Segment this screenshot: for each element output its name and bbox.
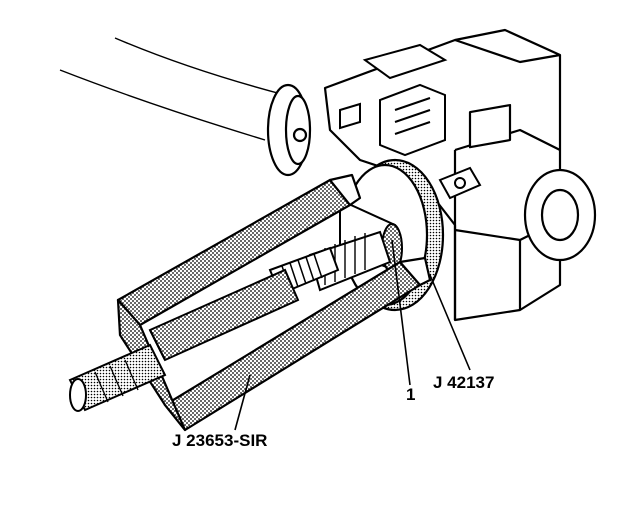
leader-lines xyxy=(234,239,471,431)
flange-ring xyxy=(266,83,312,177)
label-j42137: J 42137 xyxy=(433,373,494,392)
label-j23653-sir: J 23653-SIR xyxy=(172,431,267,450)
adapter-collar xyxy=(308,198,403,292)
handle-shaft xyxy=(68,343,167,412)
connector-block xyxy=(339,43,448,157)
label-part-1: 1 xyxy=(406,385,415,404)
right-hub xyxy=(523,168,597,262)
forcing-screw xyxy=(148,246,340,362)
mount-tab xyxy=(438,166,482,200)
